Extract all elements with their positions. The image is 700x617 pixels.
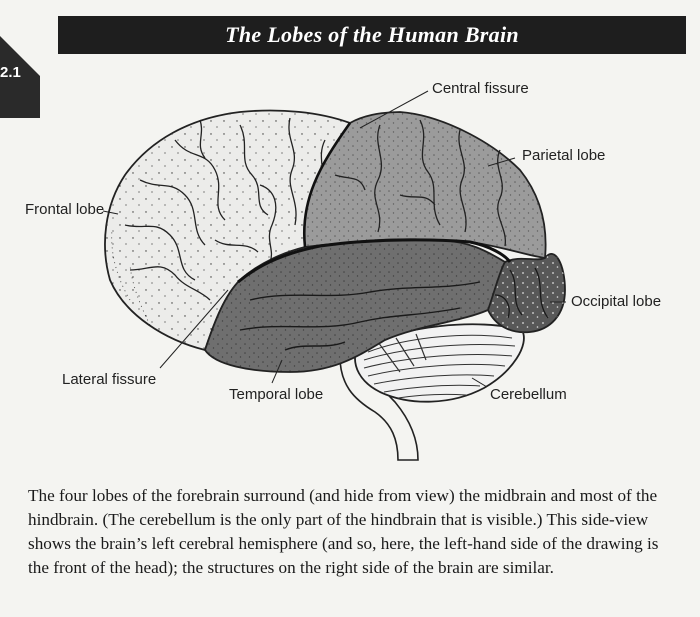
leader-frontal-lobe — [102, 210, 119, 215]
figure-number: 2.1 — [0, 64, 21, 81]
label-cerebellum: Cerebellum — [490, 386, 567, 403]
title-bar: The Lobes of the Human Brain — [58, 16, 686, 54]
brain-diagram — [102, 90, 566, 461]
cerebellum-shape — [354, 323, 525, 403]
temporal-lobe-shape — [204, 238, 507, 373]
frontal-lobe-shape — [104, 109, 352, 352]
figure-title: The Lobes of the Human Brain — [225, 22, 519, 47]
label-lateral-fissure: Lateral fissure — [62, 371, 157, 388]
lateral-fissure-line — [237, 238, 512, 284]
central-fissure-line — [302, 122, 352, 248]
label-central-fissure: Central fissure — [432, 80, 529, 97]
label-temporal-lobe: Temporal lobe — [229, 386, 324, 403]
leader-parietal-lobe — [487, 157, 516, 167]
figure-number-badge — [0, 36, 40, 118]
figure-caption: The four lobes of the forebrain surround… — [28, 486, 659, 577]
parietal-lobe-shape — [303, 111, 547, 260]
label-occipital-lobe: Occipital lobe — [571, 293, 662, 310]
leader-cerebellum — [471, 377, 488, 388]
label-parietal-lobe: Parietal lobe — [522, 147, 606, 164]
leader-central-fissure — [359, 90, 429, 129]
leader-temporal-lobe — [271, 359, 283, 384]
leader-lateral-fissure — [159, 289, 229, 369]
label-frontal-lobe: Frontal lobe — [25, 201, 105, 218]
occipital-lobe-shape — [485, 253, 566, 334]
